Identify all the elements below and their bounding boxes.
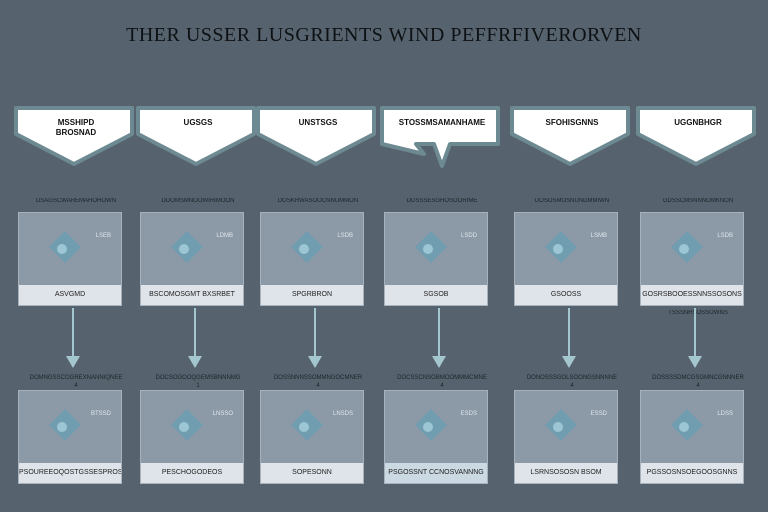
output-card-caption: SOPESONN [261,463,363,483]
input-card: LDMB BSCOMOSGMT BXSRBET [140,212,244,306]
top-card-note: DOSOSMOSNUNDMMIWN [534,198,610,204]
banner-shape [380,106,500,168]
output-card-caption: PSOUREEOQOSTGSSESPROS [19,463,121,483]
stage-banner: UNSTSGS [256,104,380,166]
down-arrow-icon [688,308,702,368]
bottom-card-note: DONOSSSGOLSOONGSNNNNE 4 [526,375,618,389]
diamond-chip-icon [545,409,577,441]
top-card-note: DOSKRWASOOCNNUMMON [277,198,359,204]
output-card: ESSD LSRNSOSOSN BSOM [514,390,618,484]
banner-shape [14,106,134,166]
banner-shape [636,106,756,166]
chip-note: LNSSO [212,411,233,417]
bottom-card-note: DOSSNNNSSOMMNGOCMNER 4 [273,375,363,389]
stage-banner: UGSGS [136,104,260,166]
chip-note: ESSD [590,411,607,417]
banner-shape [510,106,630,166]
diamond-chip-icon [171,409,203,441]
chip-note: LSDB [717,233,733,239]
column-step-two: UGSGS DDOMSMNOOWIRIMOON LDMB BSCOMOSGMT BXS… [136,0,260,512]
bottom-card-note: DOCSSCNSOBMOOMMMCMNE 4 [397,375,487,389]
banner-shape [256,106,376,166]
mid-note: TSSSNRSOSSOWNS [668,310,728,316]
down-arrow-icon [432,308,446,368]
column-step-three: UNSTSGS DOSKRWASOOCNNUMMON LSDB SPGRBRON DOS… [256,0,380,512]
diamond-chip-icon [671,231,703,263]
page-title: THER USSER LUSGRIENTS WIND PEFFRFIVERORV… [126,24,642,46]
top-card-note: DSAGSCWAREMAHOHOWN [35,198,117,204]
bottom-card-note: DOSSSSDMCGSGMNCGNNNER 4 [652,375,744,389]
bottom-card-note: DOCSOGOOQGEMSBNNNMG 1 [155,375,241,389]
diamond-chip-icon [49,409,81,441]
input-card-caption: SPGRBRON [261,285,363,305]
stage-banner: STOSSMSAMANHAME [380,104,504,168]
input-card: LSDB SPGRBRON [260,212,364,306]
chip-note: LDMB [216,233,233,239]
output-card: BTSSD PSOUREEOQOSTGSSESPROS [18,390,122,484]
chip-note: LNSDS [332,411,353,417]
diamond-chip-icon [671,409,703,441]
bottom-card-note: DOMNGSSCOGREXNANNIQNEE 4 [29,375,123,389]
down-arrow-icon [562,308,576,368]
diamond-chip-icon [415,409,447,441]
output-card-caption: PESCHOGODEOS [141,463,243,483]
input-card: LSDB GOSRSBOOESSNNSSOSONS [640,212,744,306]
stage-label: UGSGS [183,118,213,127]
top-card-note: GDSSCMSNNNOMKNON [662,198,734,204]
chip-note: LSMB [590,233,607,239]
column-step-one: MSSHIPD BROSNAD DSAGSCWAREMAHOHOWN LSEB ASV… [14,0,138,512]
down-arrow-icon [188,308,202,368]
stage-banner: SFOHISGNNS [510,104,634,166]
column-step-five: SFOHISGNNS DOSOSMOSNUNDMMIWN LSMB GSOOSS DON… [510,0,634,512]
banner-shape [136,106,256,166]
column-step-four: STOSSMSAMANHAME DDSSSESGHOSOORIME LSDD SGSO… [380,0,504,512]
output-card-caption: LSRNSOSOSN BSOM [515,463,617,483]
chip-note: LSEB [95,233,111,239]
top-card-note: DDOMSMNOOWIRIMOON [161,198,235,204]
diamond-chip-icon [291,409,323,441]
stage-label: UGGNBHGR [674,118,722,127]
output-card-caption: PGSSOSNSOEGOOSGNNS [641,463,743,483]
down-arrow-icon [66,308,80,368]
stage-banner: MSSHIPD BROSNAD [14,104,138,166]
diamond-chip-icon [171,231,203,263]
stage-label: STOSSMSAMANHAME [398,118,486,127]
input-card-caption: SGSOB [385,285,487,305]
column-step-six: UGGNBHGR GDSSCMSNNNOMKNON LSDB GOSRSBOOESSN… [636,0,760,512]
diamond-chip-icon [49,231,81,263]
top-card-note: DDSSSESGHOSOORIME [406,198,478,204]
chip-note: LSDD [460,233,477,239]
output-card: LNSSO PESCHOGODEOS [140,390,244,484]
input-card-caption: ASVGMD [19,285,121,305]
chip-note: ESDS [460,411,477,417]
input-card-caption: GOSRSBOOESSNNSSOSONS [641,285,743,305]
input-card: LSDD SGSOB [384,212,488,306]
output-card: LDSS PGSSOSNSOEGOOSGNNS [640,390,744,484]
output-card: ESDS PSGOSSNT CCNOSVANNNG [384,390,488,484]
stage-label: MSSHIPD BROSNAD [55,118,97,137]
diamond-chip-icon [545,231,577,263]
input-card: LSMB GSOOSS [514,212,618,306]
down-arrow-icon [308,308,322,368]
chip-note: LDSS [717,411,733,417]
diamond-chip-icon [291,231,323,263]
stage-label: SFOHISGNNS [545,118,599,127]
input-card-caption: GSOOSS [515,285,617,305]
output-card-caption: PSGOSSNT CCNOSVANNNG [385,463,487,483]
stage-banner: UGGNBHGR [636,104,760,166]
stage-label: UNSTSGS [298,118,338,127]
chip-note: LSDB [337,233,353,239]
chip-note: BTSSD [90,411,111,417]
input-card-caption: BSCOMOSGMT BXSRBET [141,285,243,305]
input-card: LSEB ASVGMD [18,212,122,306]
diamond-chip-icon [415,231,447,263]
output-card: LNSDS SOPESONN [260,390,364,484]
